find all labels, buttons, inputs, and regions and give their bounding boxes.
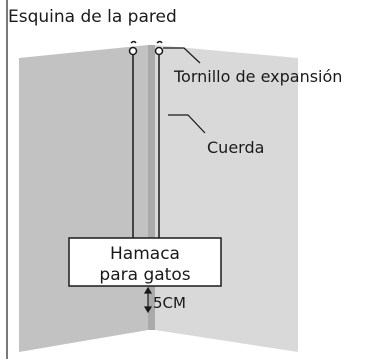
diagram-title: Esquina de la pared (8, 7, 177, 27)
screw-label: Tornillo de expansión (173, 67, 342, 86)
hammock-box (68, 237, 222, 287)
screw-leader-line (163, 47, 201, 64)
rope-leader-line (168, 114, 206, 134)
hammock-label-line2: para gatos (99, 265, 190, 285)
rope-label: Cuerda (207, 138, 264, 157)
hammock-label-line1: Hamaca (110, 244, 180, 264)
gap-arrow-icon (143, 286, 153, 314)
left-wall (19, 45, 148, 352)
corner-strip (148, 45, 155, 330)
gap-label: 5CM (153, 294, 186, 312)
